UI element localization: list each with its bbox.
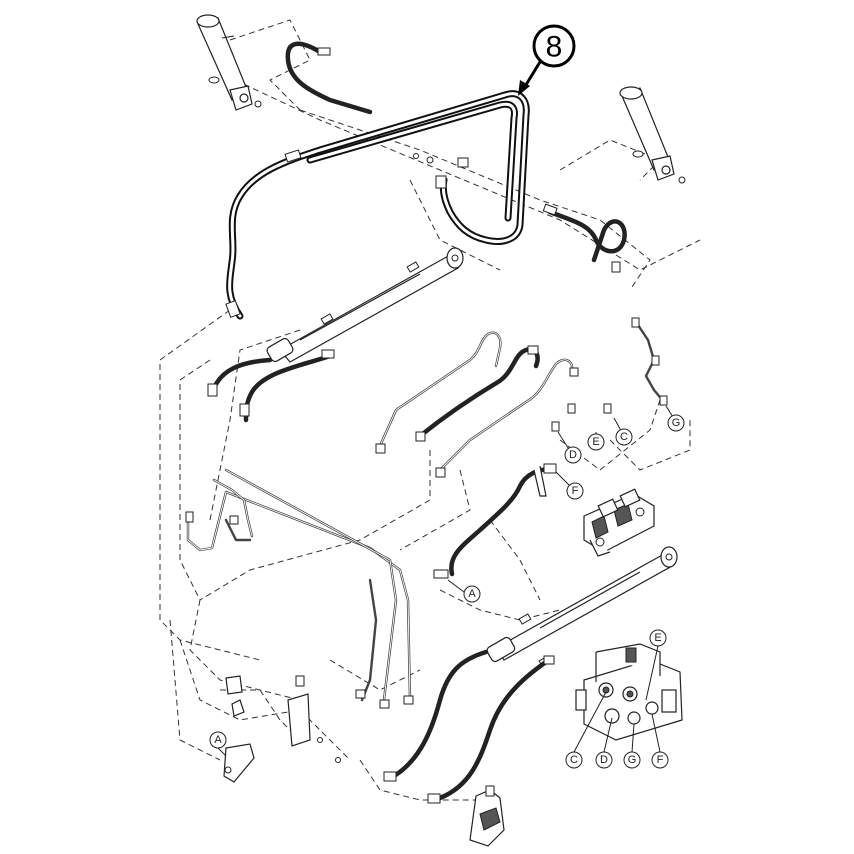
bottom-coupler — [469, 785, 505, 847]
callout-8-arrow — [522, 61, 542, 89]
tilt-cylinder-upper — [266, 247, 464, 363]
callout-c-valve: C — [565, 751, 583, 769]
callout-a-mid: A — [463, 585, 481, 603]
callout-8-arrowhead — [518, 80, 530, 96]
auxiliary-hose-a — [433, 463, 557, 579]
left-tilt-hose — [207, 349, 335, 423]
callout-a-bottom: A — [209, 731, 227, 749]
callout-c-top-label: C — [620, 431, 628, 443]
callout-8-label: 8 — [546, 31, 563, 64]
callout-8-circle — [532, 24, 576, 68]
callout-g-top: G — [667, 414, 685, 432]
dashed-routing-lines — [159, 19, 701, 811]
callout-d-valve: D — [595, 751, 613, 769]
callout-c-valve-label: C — [570, 754, 578, 766]
callout-g-top-label: G — [672, 417, 681, 429]
bottom-left-bracket — [223, 675, 341, 783]
callout-e-top-label: E — [592, 436, 599, 448]
callout-d-top: D — [564, 446, 582, 464]
callout-letters: E C G D F A E — [209, 405, 685, 769]
lower-valve-detail — [575, 643, 683, 741]
callout-c-top: C — [615, 428, 633, 446]
callout-a-bottom-label: A — [214, 734, 222, 746]
main-hose-8 — [225, 90, 530, 320]
callout-g-valve-label: G — [628, 754, 637, 766]
callout-f-top-label: F — [572, 485, 579, 497]
callout-e-top: E — [587, 433, 605, 451]
top-left-lift-cylinder — [196, 14, 262, 111]
callout-f-valve: F — [651, 751, 669, 769]
callout-d-top-label: D — [569, 449, 577, 461]
callout-d-valve-label: D — [600, 754, 608, 766]
callout-g-valve: G — [623, 751, 641, 769]
upper-control-valve — [583, 488, 655, 557]
callout-f-valve-label: F — [657, 754, 664, 766]
g-port-tube — [631, 317, 668, 406]
callout-a-mid-label: A — [468, 588, 476, 600]
callout-e-valve-label: E — [654, 632, 661, 644]
callout-e-valve: E — [649, 629, 667, 647]
callout-8: 8 — [518, 24, 576, 96]
lower-long-hose — [383, 649, 555, 804]
steel-lines-middle — [375, 331, 612, 478]
top-right-lift-cylinder — [619, 86, 686, 184]
upper-small-hose — [285, 41, 627, 273]
callout-f-top: F — [566, 482, 584, 500]
frame-steel-lines — [185, 468, 414, 709]
